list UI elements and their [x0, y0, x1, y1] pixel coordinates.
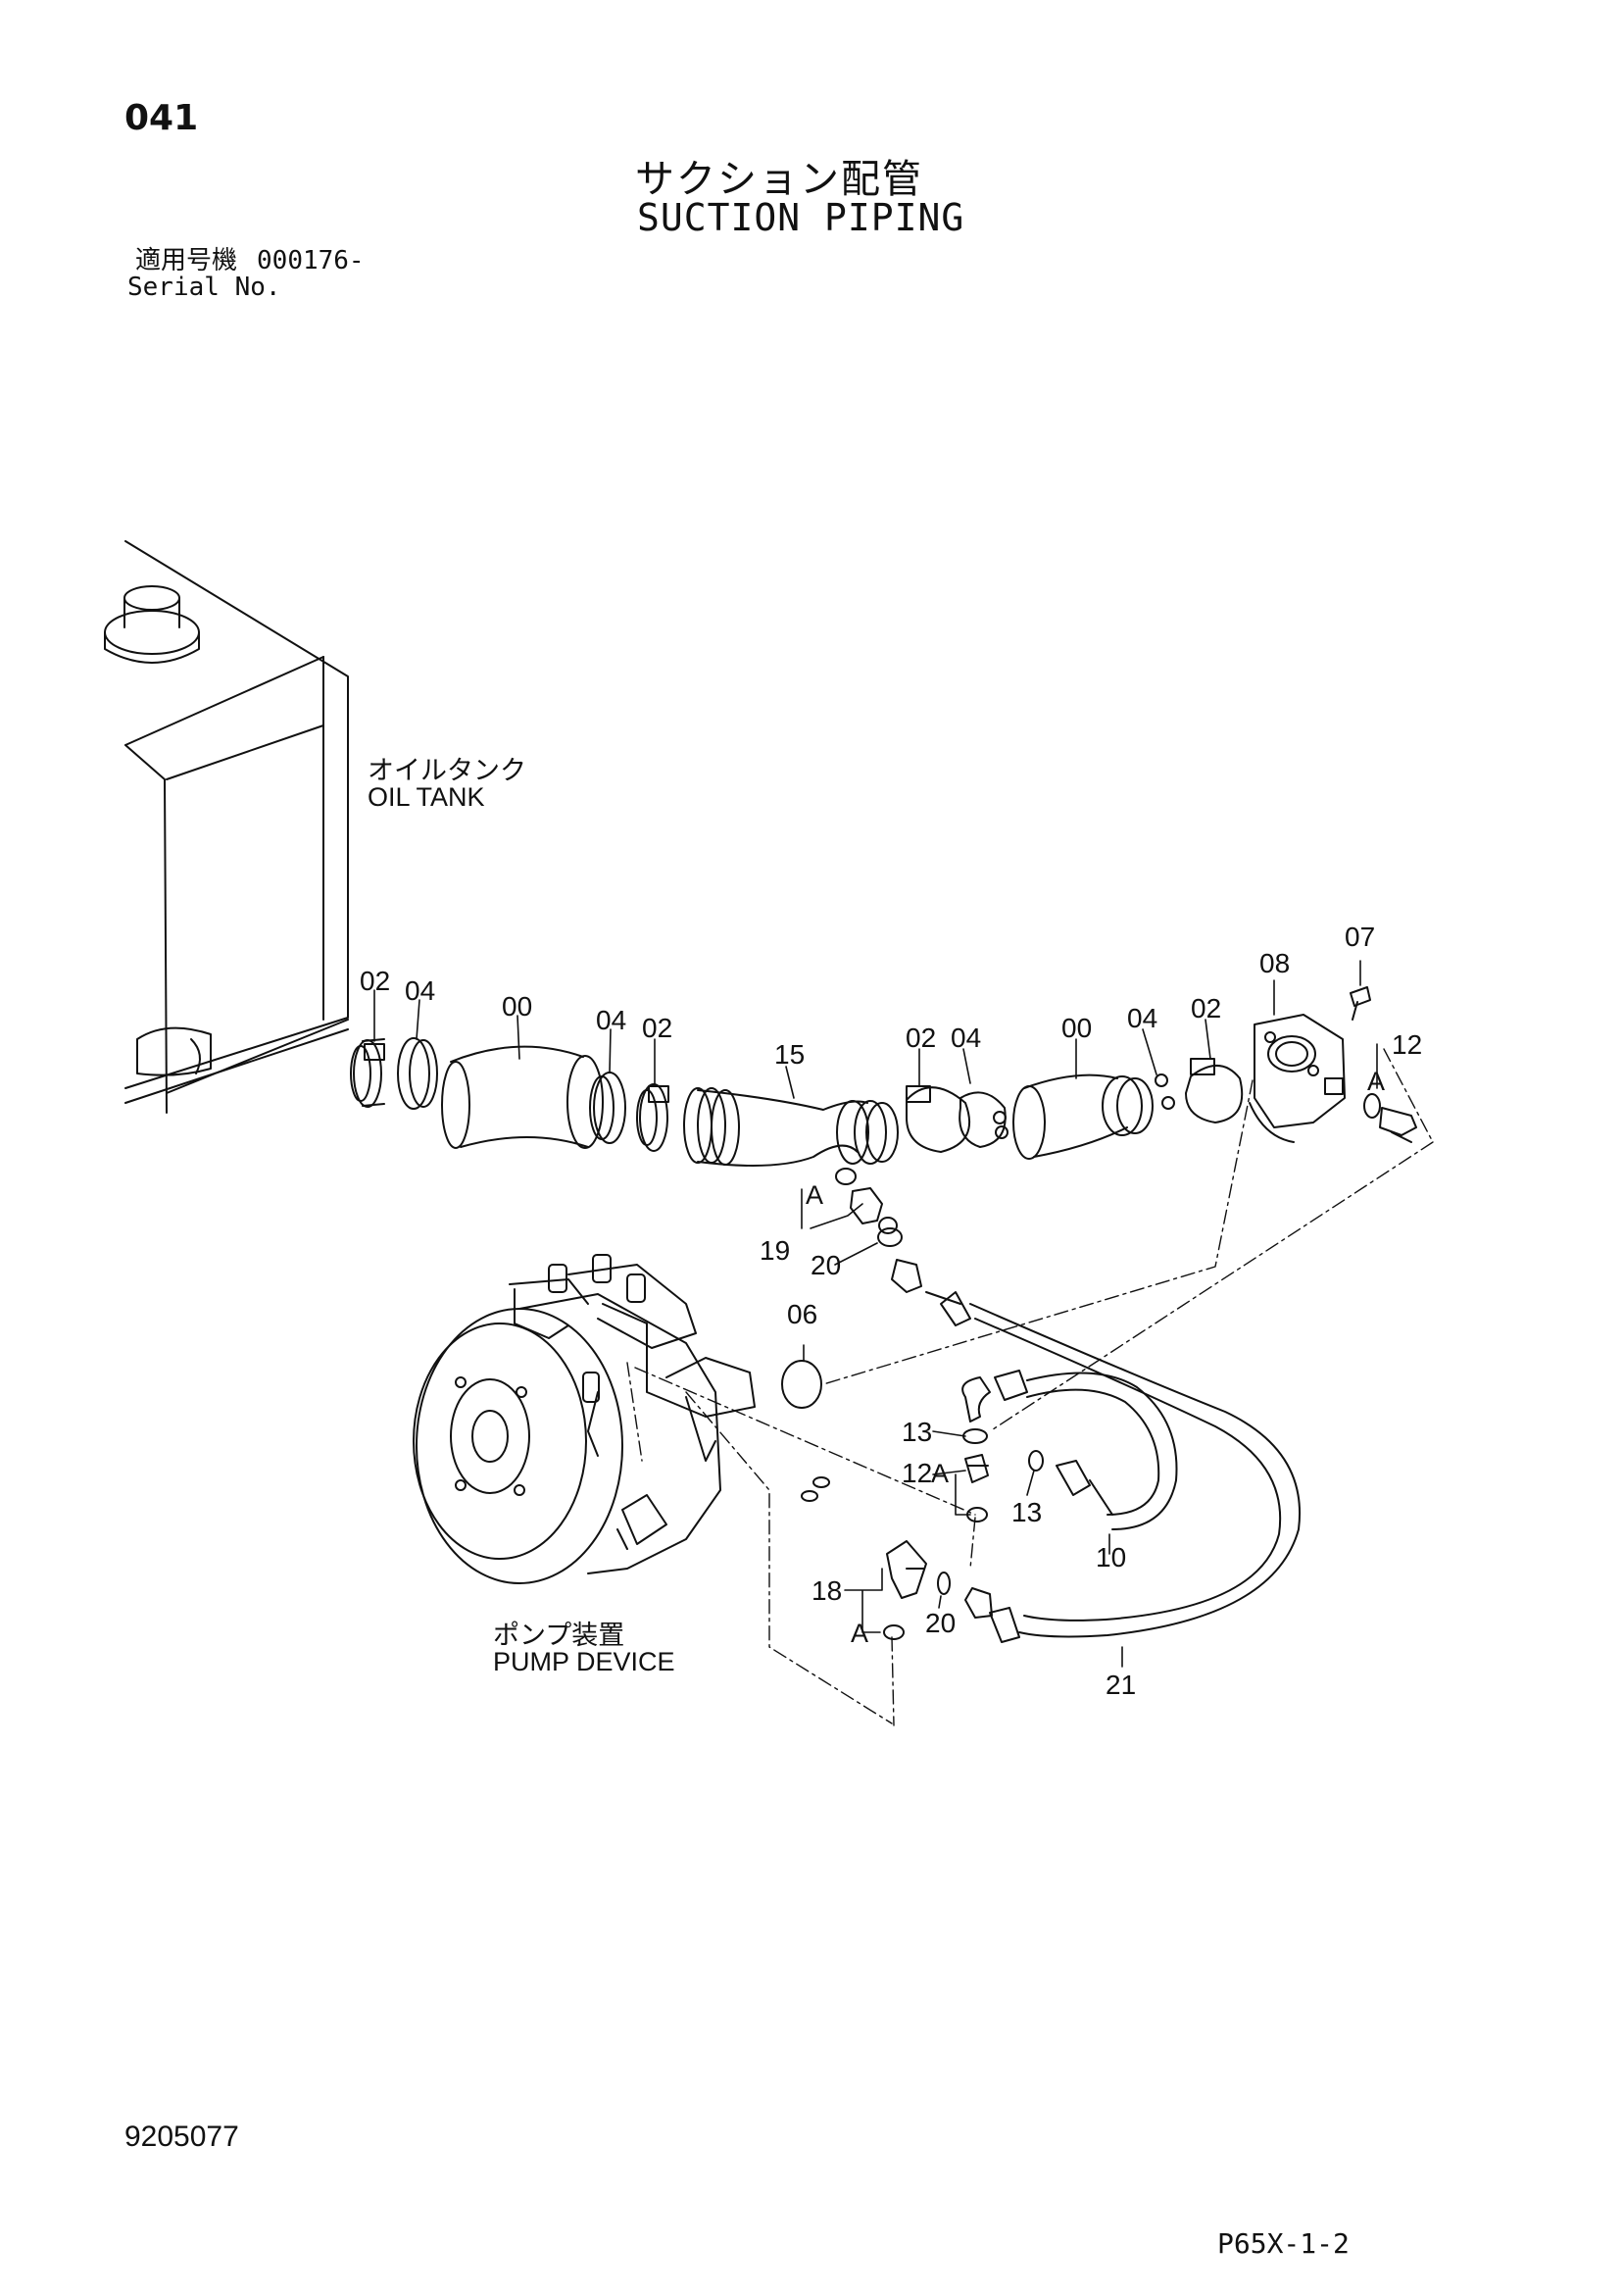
- fitting-part: [1363, 1093, 1417, 1143]
- callout-number: 00: [502, 991, 532, 1022]
- hose-band-part: [1155, 1073, 1175, 1110]
- hose-band-part: [397, 1037, 438, 1110]
- callout-number: 02: [642, 1013, 672, 1043]
- callout-number: 18: [812, 1575, 842, 1606]
- document-number: 9205077: [124, 2121, 239, 2153]
- oil-tank-drawing: [104, 540, 349, 1114]
- callout-number: 04: [596, 1005, 626, 1035]
- flange-part: [1249, 1014, 1346, 1143]
- serial-label-japanese: 適用号機: [135, 246, 238, 275]
- callout-number: 04: [1127, 1003, 1157, 1033]
- o-ring-part: [801, 1476, 830, 1502]
- callout-number: 00: [1061, 1013, 1092, 1043]
- view-a-brackets: [801, 1043, 1378, 1229]
- callout-number: 08: [1259, 948, 1290, 978]
- serial-value: 000176-: [257, 246, 365, 275]
- pump-device-drawing: [413, 1254, 756, 1584]
- callout-number: 15: [774, 1039, 805, 1070]
- elbow-fitting-part: [835, 1168, 903, 1247]
- callout-number: 20: [925, 1608, 956, 1638]
- hose-band-part: [959, 1091, 1008, 1148]
- callout-number: 06: [787, 1299, 817, 1329]
- callout-number: 12: [1392, 1029, 1422, 1060]
- callout-number: 02: [906, 1023, 936, 1053]
- callout-number: 13: [902, 1417, 932, 1447]
- hose-clamp-part: [906, 1085, 970, 1153]
- callout-number: 20: [811, 1250, 841, 1280]
- callout-number: 04: [951, 1023, 981, 1053]
- oil-tank-label-japanese: オイルタンク: [368, 756, 526, 785]
- callout-number: 12: [902, 1458, 932, 1488]
- callout-numbers: 02 04 00 04 02 15 02 04 00 04 02 08 07 1…: [360, 922, 1422, 1700]
- rubber-hose-part: [1012, 1073, 1154, 1160]
- fitting-part: [964, 1454, 989, 1483]
- callout-number: 21: [1106, 1670, 1136, 1700]
- rubber-hose-part: [441, 1045, 604, 1149]
- callout-number: 04: [405, 975, 435, 1006]
- serial-label: Serial No.: [127, 273, 281, 302]
- oil-tank-label: OIL TANK: [368, 782, 485, 812]
- page-title-japanese: サクション配管: [635, 157, 923, 202]
- callout-number: 10: [1096, 1542, 1126, 1572]
- page-number: 041: [124, 98, 199, 138]
- callout-number: 13: [1011, 1497, 1042, 1527]
- callout-leaders: [373, 960, 1361, 1668]
- hose-clamp-part: [636, 1083, 669, 1152]
- view-a-mark: A: [806, 1180, 823, 1210]
- page-title: SUCTION PIPING: [637, 196, 965, 239]
- elbow-fitting-part: [883, 1540, 951, 1640]
- suction-pipe-part: [683, 1087, 899, 1167]
- hydraulic-hose-part: [961, 1370, 1178, 1530]
- gasket-part: [781, 1360, 822, 1409]
- reference-code: P65X-1-2: [1217, 2227, 1350, 2260]
- hose-clamp-part: [350, 1038, 385, 1108]
- assembly-dash-lines: [626, 1048, 1434, 1726]
- pump-device-label: PUMP DEVICE: [493, 1647, 675, 1676]
- callout-number: 19: [760, 1235, 790, 1266]
- callout-number: 07: [1345, 922, 1375, 952]
- diagram-labels: オイルタンク OIL TANK ポンプ装置 PUMP DEVICE A A A …: [368, 756, 1385, 1676]
- hose-band-part: [589, 1072, 626, 1144]
- view-a-mark: A: [931, 1459, 949, 1488]
- callout-number: 02: [1191, 993, 1221, 1023]
- hydraulic-hose-part: [891, 1259, 1301, 1643]
- hose-clamp-part: [1185, 1058, 1244, 1123]
- callout-number: 02: [360, 966, 390, 996]
- view-a-mark: A: [1367, 1067, 1385, 1096]
- view-a-mark: A: [851, 1619, 868, 1648]
- pump-device-label-japanese: ポンプ装置: [493, 1621, 624, 1650]
- serial-block: 適用号機 000176- Serial No.: [127, 246, 365, 301]
- bolt-part: [1350, 986, 1371, 1021]
